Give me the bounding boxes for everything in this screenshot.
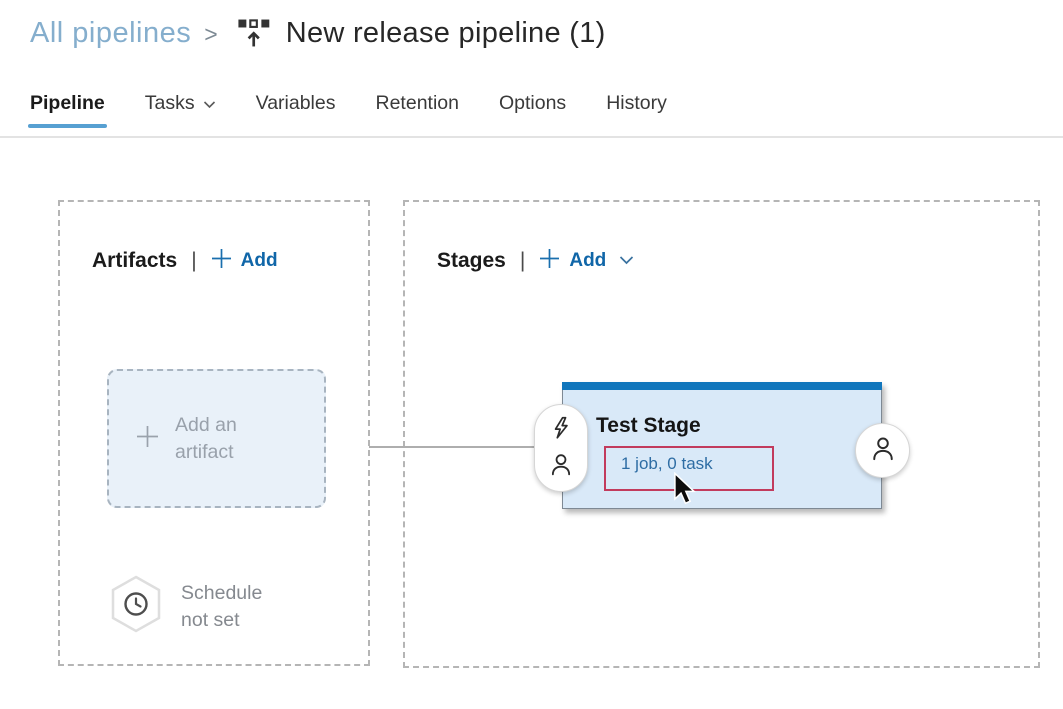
plus-icon <box>211 248 232 274</box>
tab-retention[interactable]: Retention <box>376 92 459 115</box>
post-deployment-conditions-button[interactable] <box>855 423 910 478</box>
schedule-trigger[interactable]: Schedule not set <box>108 574 262 639</box>
tab-bar: Pipeline Tasks Variables Retention Optio… <box>28 92 667 128</box>
breadcrumb: All pipelines > New release pipeline (1) <box>30 12 606 55</box>
tab-variables[interactable]: Variables <box>256 92 336 115</box>
breadcrumb-all-pipelines-link[interactable]: All pipelines <box>30 17 192 49</box>
schedule-line: not set <box>181 608 240 631</box>
placeholder-line: artifact <box>175 440 234 463</box>
add-artifact-placeholder: Add an artifact <box>175 412 237 465</box>
artifacts-panel: Artifacts | Add Add an artifact <box>58 200 370 666</box>
plus-icon <box>539 248 560 274</box>
add-an-artifact-dropzone[interactable]: Add an artifact <box>107 369 326 508</box>
plus-icon <box>135 424 160 454</box>
release-pipeline-icon <box>237 16 271 55</box>
stage-status-bar <box>562 382 882 390</box>
chevron-down-icon <box>203 92 216 115</box>
tab-label: History <box>606 92 667 114</box>
artifacts-title: Artifacts <box>92 249 178 272</box>
stage-card-test-stage[interactable]: Test Stage 1 job, 0 task <box>562 382 882 509</box>
placeholder-line: Add an <box>175 414 237 437</box>
tab-options[interactable]: Options <box>499 92 566 115</box>
add-stage-button[interactable]: Add <box>539 248 634 274</box>
tab-history[interactable]: History <box>606 92 667 115</box>
chevron-down-icon <box>619 252 634 270</box>
schedule-line: Schedule <box>181 582 263 605</box>
tab-label: Options <box>498 92 567 114</box>
artifact-stage-connector-line <box>369 446 544 448</box>
lightning-icon <box>548 415 574 446</box>
breadcrumb-separator: > <box>204 21 218 47</box>
tab-label: Variables <box>255 92 336 114</box>
mouse-cursor <box>672 471 700 513</box>
tab-label: Tasks <box>144 92 195 114</box>
divider: | <box>191 249 197 272</box>
tab-tasks[interactable]: Tasks <box>145 92 216 115</box>
clock-in-hexagon-icon <box>108 574 164 639</box>
divider: | <box>519 249 526 272</box>
add-label: Add <box>569 250 607 271</box>
stages-title: Stages <box>437 249 506 272</box>
person-icon <box>869 434 897 467</box>
stage-jobs-link[interactable]: 1 job, 0 task <box>621 454 713 473</box>
tab-label: Pipeline <box>30 92 105 114</box>
pre-deployment-conditions-button[interactable] <box>534 404 588 492</box>
tab-pipeline[interactable]: Pipeline <box>28 92 107 128</box>
add-label: Add <box>240 250 278 271</box>
tab-label: Retention <box>375 92 459 114</box>
schedule-status: Schedule not set <box>181 580 262 633</box>
stages-header: Stages | Add <box>437 248 634 274</box>
tab-bar-divider <box>0 136 1063 138</box>
page-title: New release pipeline (1) <box>285 17 606 49</box>
person-icon <box>548 451 574 482</box>
add-artifact-button[interactable]: Add <box>211 248 278 274</box>
artifacts-header: Artifacts | Add <box>92 248 278 274</box>
stage-name: Test Stage <box>596 414 701 437</box>
